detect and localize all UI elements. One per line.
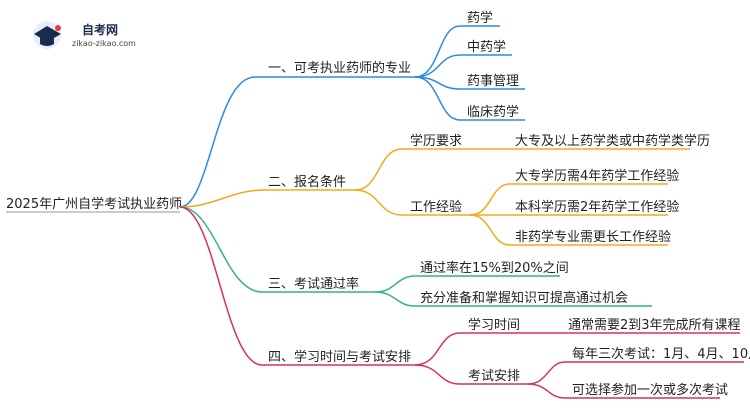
branch-2-label[interactable]: 二、报名条件 <box>268 174 346 190</box>
b4-exam-detail-2[interactable]: 可选择参加一次或多次考试 <box>572 382 728 398</box>
b1-connector-2 <box>414 54 461 78</box>
b4-exam-connector-1 <box>527 361 566 385</box>
b4-connector-exam <box>414 364 461 385</box>
b4-exam-label[interactable]: 考试安排 <box>468 369 520 384</box>
logo-title: 自考网 <box>82 22 118 37</box>
b3-pass-rate[interactable]: 通过率在15%到20%之间 <box>420 260 569 276</box>
b2-edu-detail[interactable]: 大专及以上药学类或中药学类学历 <box>515 133 710 149</box>
branch-3-connector <box>179 206 263 293</box>
b2-work-connector-3 <box>469 214 511 246</box>
b4-connector-study <box>414 332 461 366</box>
b1-connector-1 <box>414 25 461 78</box>
b2-work-connector-1 <box>469 183 511 216</box>
b1-item-pharmacy[interactable]: 药学 <box>467 10 493 26</box>
graduation-cap-icon <box>33 21 61 49</box>
b2-connector-work <box>354 189 403 216</box>
b2-work-label[interactable]: 工作经验 <box>410 199 462 215</box>
b1-item-management[interactable]: 药事管理 <box>467 74 519 89</box>
branch-3: 三、考试通过率 通过率在15%到20%之间 充分准备和掌握知识可提高通过机会 <box>179 206 652 307</box>
branch-1: 一、可考执业药师的专业 药学 中药学 药事管理 临床药学 <box>179 10 525 208</box>
branch-1-connector <box>179 76 256 208</box>
b1-connector-4 <box>414 76 461 121</box>
branch-4-label[interactable]: 四、学习时间与考试安排 <box>268 349 411 365</box>
b3-connector-1 <box>374 275 416 293</box>
b3-preparation[interactable]: 充分准备和掌握知识可提高通过机会 <box>420 290 628 306</box>
branch-4-connector <box>179 206 263 366</box>
branch-4: 四、学习时间与考试安排 学习时间 通常需要2到3年完成所有课程 考试安排 每年三… <box>179 206 750 399</box>
b4-exam-detail-1[interactable]: 每年三次考试：1月、4月、10月 <box>572 346 750 362</box>
b1-item-tcm[interactable]: 中药学 <box>467 39 506 55</box>
b2-work-detail-3[interactable]: 非药学专业需更长工作经验 <box>515 229 671 245</box>
branch-2: 二、报名条件 学历要求 大专及以上药学类或中药学类学历 工作经验 大专学历需4年… <box>179 133 710 246</box>
b4-study-detail[interactable]: 通常需要2到3年完成所有课程 <box>568 318 741 333</box>
b2-work-detail-2[interactable]: 本科学历需2年药学工作经验 <box>515 199 679 215</box>
branch-1-label[interactable]: 一、可考执业药师的专业 <box>268 60 411 76</box>
site-logo[interactable]: 自考网 zikao-zikao.com <box>33 21 136 49</box>
b2-work-detail-1[interactable]: 大专学历需4年药学工作经验 <box>515 168 679 184</box>
logo-url: zikao-zikao.com <box>72 39 136 48</box>
branch-2-connector <box>179 189 266 208</box>
b1-item-clinical[interactable]: 临床药学 <box>467 104 519 120</box>
root-topic[interactable]: 2025年广州自学考试执业药师 <box>6 196 182 212</box>
b4-study-label[interactable]: 学习时间 <box>468 317 520 333</box>
b3-connector-2 <box>374 291 416 307</box>
b4-exam-connector-2 <box>527 383 566 399</box>
branch-3-label[interactable]: 三、考试通过率 <box>268 276 359 292</box>
b2-connector-edu <box>354 148 403 191</box>
b2-edu-label[interactable]: 学历要求 <box>410 133 462 149</box>
